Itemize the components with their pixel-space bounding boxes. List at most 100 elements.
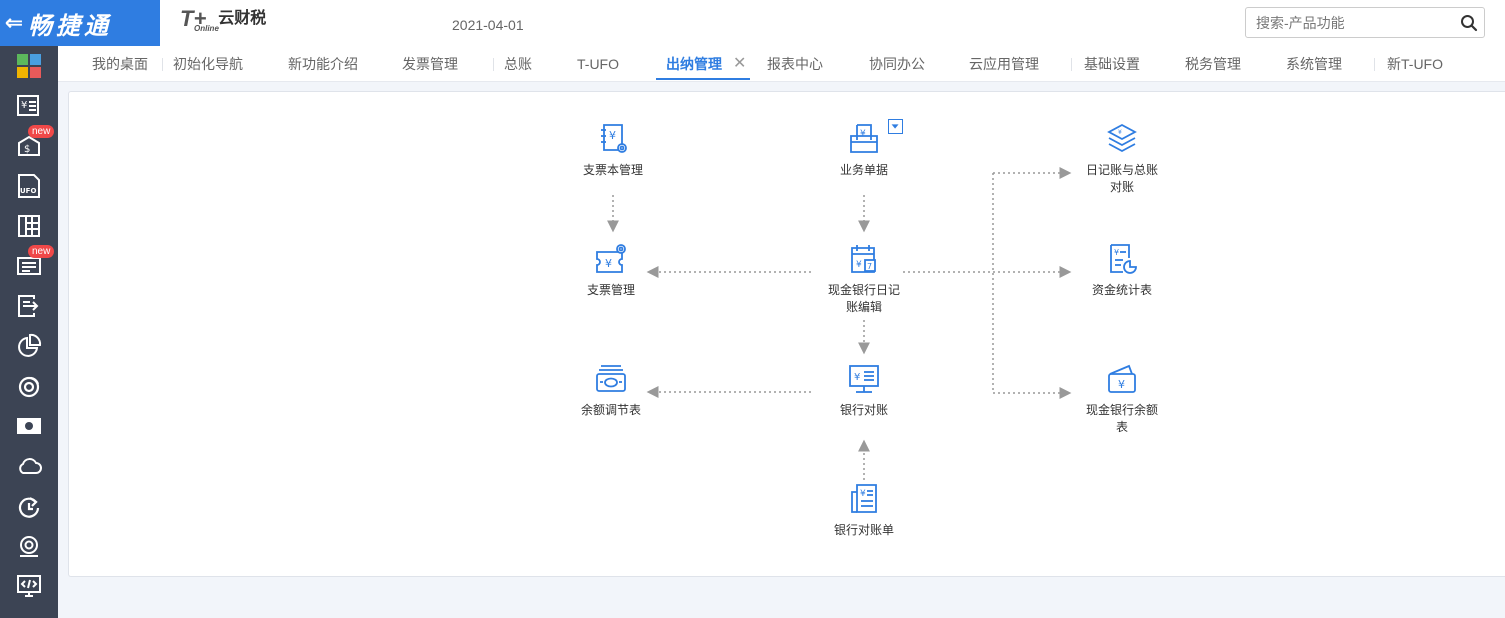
svg-text:¥: ¥ xyxy=(856,260,862,270)
sidebar-item-export[interactable] xyxy=(0,286,58,326)
cashier-flow-panel: ¥ 支票本管理 ¥ 业务单据 xyxy=(68,91,1505,577)
brand-name: 畅捷通 xyxy=(28,12,112,40)
tab-t-ufo[interactable]: T-UFO xyxy=(577,56,619,72)
business-docs-dropdown[interactable] xyxy=(888,119,903,134)
logo-t: T+ xyxy=(180,6,207,31)
node-label: 银行对账单 xyxy=(833,523,894,537)
logo-online: Online xyxy=(194,24,219,33)
flow-connectors xyxy=(607,167,1072,480)
svg-text:¥: ¥ xyxy=(1114,248,1119,257)
node-label: 现金银行余额表 xyxy=(1085,403,1158,434)
cloud-icon xyxy=(19,458,42,474)
sidebar-item-apps[interactable] xyxy=(0,46,58,86)
cash-icon xyxy=(17,418,41,434)
tab-close-icon[interactable]: ✕ xyxy=(733,55,747,72)
search-input[interactable] xyxy=(1246,8,1456,37)
tab-cloud-apps[interactable]: 云应用管理 xyxy=(969,56,1039,72)
search-icon[interactable] xyxy=(1460,14,1478,32)
node-label: 支票管理 xyxy=(586,283,635,297)
node-label: 银行对账 xyxy=(839,403,888,417)
svg-text:¥: ¥ xyxy=(854,372,860,383)
svg-text:¥: ¥ xyxy=(609,129,616,142)
node-bank-statement[interactable]: ¥ 银行对账单 xyxy=(814,482,914,539)
svg-text:$: $ xyxy=(24,144,30,155)
node-checkbook[interactable]: ¥ 支票本管理 xyxy=(563,122,663,179)
node-journal-recon[interactable]: ¥ 日记账与总账对账 xyxy=(1072,122,1172,196)
target-icon xyxy=(18,376,40,398)
new-badge: new xyxy=(28,245,55,258)
sidebar-item-analysis[interactable] xyxy=(0,326,58,366)
logo-name: 云财税 xyxy=(218,10,267,27)
product-logo: T+ Online 云财税 xyxy=(180,8,266,38)
tab-basic-settings[interactable]: 基础设置 xyxy=(1084,56,1140,72)
tab-tax-management[interactable]: 税务管理 xyxy=(1185,56,1241,72)
ufo-report-icon: UFO xyxy=(18,174,40,198)
brand-bar[interactable]: ⇐ 畅捷通 xyxy=(0,0,160,46)
tab-collaboration[interactable]: 协同办公 xyxy=(869,56,925,72)
tab-divider xyxy=(493,58,494,71)
ledger-icon xyxy=(18,215,40,237)
node-label: 现金银行日记账编辑 xyxy=(827,283,900,314)
sidebar-item-dev[interactable] xyxy=(0,566,58,606)
tab-new-features[interactable]: 新功能介绍 xyxy=(288,56,358,72)
node-bank-recon[interactable]: ¥ 银行对账 xyxy=(814,362,914,419)
node-label: 余额调节表 xyxy=(580,403,641,417)
calendar-journal-icon: ¥ 7 xyxy=(851,245,876,273)
svg-text:¥: ¥ xyxy=(860,129,866,139)
sidebar-item-voucher[interactable]: ¥ xyxy=(0,86,58,126)
sidebar-item-tax[interactable]: new xyxy=(0,245,58,286)
sidebar-item-inventory[interactable]: $ new xyxy=(0,125,58,166)
arrow-left-icon[interactable]: ⇐ xyxy=(4,10,24,35)
checkbook-icon: ¥ xyxy=(601,124,627,153)
svg-text:UFO: UFO xyxy=(20,187,36,195)
svg-text:¥: ¥ xyxy=(1118,129,1122,136)
tax-icon xyxy=(17,257,41,275)
node-fund-stats[interactable]: ¥ 资金统计表 xyxy=(1072,242,1172,299)
tab-init-guide[interactable]: 初始化导航 xyxy=(173,56,243,72)
tab-system-management[interactable]: 系统管理 xyxy=(1286,56,1342,72)
node-journal-edit[interactable]: ¥ 7 现金银行日记账编辑 xyxy=(814,242,914,316)
sidebar-item-ledger[interactable] xyxy=(0,206,58,246)
code-monitor-icon xyxy=(17,575,41,597)
sidebar-item-cash[interactable] xyxy=(0,406,58,446)
stats-report-icon: ¥ xyxy=(1110,244,1137,274)
tab-bar: 我的桌面 初始化导航 新功能介绍 发票管理 总账 T-UFO 出纳管理 ✕ 报表… xyxy=(58,46,1505,82)
tab-invoice[interactable]: 发票管理 xyxy=(402,56,458,72)
caret-down-icon xyxy=(891,124,899,129)
node-balance-adjust[interactable]: 余额调节表 xyxy=(561,362,661,419)
refresh-icon xyxy=(18,497,40,518)
node-cheque-mgmt[interactable]: ¥ 支票管理 xyxy=(561,242,661,299)
voucher-icon: ¥ xyxy=(17,95,39,116)
tab-cashier[interactable]: 出纳管理 xyxy=(656,46,750,82)
export-doc-icon xyxy=(18,295,39,317)
settings-gear-icon xyxy=(20,536,38,557)
layers-icon: ¥ xyxy=(1107,123,1137,153)
sidebar-item-cloud[interactable] xyxy=(0,446,58,486)
node-business-docs[interactable]: ¥ 业务单据 xyxy=(814,122,914,179)
sidebar-item-ufo[interactable]: UFO xyxy=(0,166,58,206)
svg-text:7: 7 xyxy=(867,262,872,271)
tab-divider xyxy=(1071,58,1072,71)
node-label: 资金统计表 xyxy=(1091,283,1152,297)
node-cash-balance[interactable]: ¥ 现金银行余额表 xyxy=(1072,362,1172,436)
top-header: ⇐ 畅捷通 T+ Online 云财税 2021-04-01 xyxy=(0,0,1505,46)
tab-desktop[interactable]: 我的桌面 xyxy=(92,56,148,72)
node-label: 日记账与总账对账 xyxy=(1085,163,1158,194)
tab-general-ledger[interactable]: 总账 xyxy=(504,56,532,72)
sidebar-item-refresh[interactable] xyxy=(0,486,58,526)
tab-new-t-ufo[interactable]: 新T-UFO xyxy=(1387,56,1443,72)
tab-report-center[interactable]: 报表中心 xyxy=(767,56,823,72)
tab-divider xyxy=(1374,58,1375,71)
svg-text:¥: ¥ xyxy=(605,257,612,270)
sidebar-item-target[interactable] xyxy=(0,366,58,406)
svg-text:¥: ¥ xyxy=(21,100,27,111)
bank-statement-icon: ¥ xyxy=(851,484,877,513)
svg-text:¥: ¥ xyxy=(1118,378,1125,391)
balance-adjust-icon xyxy=(596,365,626,392)
sidebar-item-settings[interactable] xyxy=(0,526,58,566)
node-label: 业务单据 xyxy=(839,163,888,177)
wallet-icon: ¥ xyxy=(1108,364,1136,393)
pie-chart-icon xyxy=(18,333,42,357)
inventory-icon: $ xyxy=(18,135,40,156)
